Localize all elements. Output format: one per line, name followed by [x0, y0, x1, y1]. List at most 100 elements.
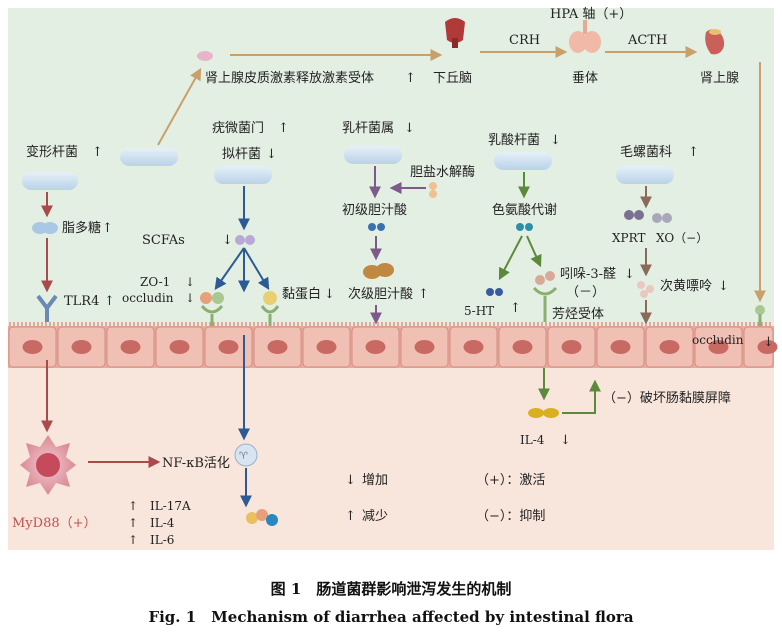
zo1-down-arrow: ↓ — [185, 275, 195, 289]
lactic-bacteria-down-arrow: ↓ — [550, 133, 561, 148]
lachno-label: 毛螺菌科 — [620, 145, 672, 160]
bsh-icon — [429, 182, 437, 198]
cell-nucleus — [218, 340, 239, 354]
bacteroides-bacterium — [214, 166, 272, 184]
primary-ba-icon — [368, 223, 385, 231]
lps-icon — [32, 222, 58, 234]
indole-minus-label: （－） — [566, 285, 605, 300]
occludin-left-label: occludin — [122, 291, 174, 305]
epithelium-layer — [8, 322, 778, 368]
il6-up-arrow: ↑ — [128, 533, 138, 547]
receptor-up-arrow: ↑ — [405, 71, 416, 86]
crh-label: CRH — [509, 33, 540, 48]
verrucomicrobia-label: 疣微菌门 — [212, 121, 264, 136]
hypothalamus-icon — [445, 18, 465, 48]
acth-label: ACTH — [627, 33, 667, 48]
indole-icon — [532, 271, 558, 322]
cytokine-cluster-icon — [246, 509, 278, 526]
indole-down-arrow: ↓ — [624, 267, 635, 282]
xanthine-icon — [637, 281, 654, 298]
xo-label: XO（−） — [656, 231, 708, 245]
indole-label: 吲哚-3-醛 — [560, 266, 616, 282]
arrow-scfas-zo1 — [214, 247, 245, 290]
trp-icon — [516, 223, 533, 231]
il6-label: IL-6 — [150, 533, 174, 547]
xo-icon — [652, 213, 672, 223]
5ht-up-arrow: ↑ — [510, 301, 521, 316]
occludin-right-label: occludin — [692, 333, 744, 347]
arrow-trp-5ht — [498, 235, 523, 281]
il4-label: IL-4 — [150, 516, 175, 530]
hypothalamus-label: 下丘脑 — [433, 71, 472, 86]
zo1-occludin-icon — [200, 292, 224, 326]
scfas-down-arrow: ↓ — [222, 233, 233, 248]
cell-nucleus — [169, 340, 190, 354]
lactobacillus-bacterium — [344, 146, 402, 164]
myd88-label: MyD88（+） — [12, 516, 97, 531]
proteus-up-arrow: ↑ — [92, 145, 103, 160]
cell-nucleus — [512, 340, 533, 354]
tlr4-up-arrow: ↑ — [104, 294, 115, 309]
tlr4-receptor-icon — [36, 294, 58, 322]
pituitary-icon — [569, 20, 601, 53]
cell-nucleus — [414, 340, 435, 354]
lactic-bacteria-label: 乳酸杆菌 — [488, 133, 540, 148]
proteus-bacterium — [22, 172, 78, 190]
nfkb-label: NF-κB活化 — [162, 456, 230, 471]
lachno-bacterium — [616, 166, 674, 184]
il4-right-label: IL-4 — [520, 433, 545, 447]
legend-decrease: 减少 — [362, 509, 388, 524]
arrow-scfas-mucin — [243, 247, 270, 291]
barrier-label: （−）破坏肠黏膜屏障 — [603, 390, 731, 406]
verrucomicrobia-up-arrow: ↑ — [278, 121, 289, 136]
cell-nucleus — [365, 340, 386, 354]
cell-nucleus — [267, 340, 288, 354]
scfas-icon — [235, 235, 255, 245]
cell-nucleus — [316, 340, 337, 354]
pituitary-label: 垂体 — [572, 71, 598, 86]
adrenal-label: 肾上腺 — [700, 71, 739, 86]
lps-up-arrow: ↑ — [102, 221, 113, 236]
bacteroides-down-arrow: ↓ — [266, 147, 277, 162]
xanthine-down-arrow: ↓ — [718, 279, 729, 294]
lactobacillus-down-arrow: ↓ — [404, 121, 415, 136]
cell-nucleus — [120, 340, 141, 354]
receptor-icon — [197, 51, 213, 61]
legend-up-arrow: ↑ — [345, 509, 356, 524]
cell-nucleus — [561, 340, 582, 354]
receptor-label: 肾上腺皮质激素释放激素受体 — [205, 71, 374, 86]
occludin-right-down-arrow: ↓ — [763, 335, 774, 350]
mucin-label: 黏蛋白 — [282, 286, 321, 302]
lachno-up-arrow: ↑ — [688, 145, 699, 160]
scfas-label: SCFAs — [142, 233, 185, 248]
5ht-icon — [486, 288, 503, 296]
cell-nucleus — [757, 340, 778, 354]
caption-en: Fig. 1 Mechanism of diarrhea affected by… — [148, 608, 633, 626]
immune-cell-icon: ♈ — [234, 443, 258, 467]
cell-nucleus — [22, 340, 43, 354]
cell-nucleus — [659, 340, 680, 354]
proteus-label: 变形杆菌 — [26, 144, 78, 160]
mucin-icon — [260, 291, 280, 326]
xanthine-label: 次黄嘌呤 — [660, 278, 712, 294]
legend-activate: （+）：激活 — [476, 473, 545, 488]
secondary-ba-label: 次级胆汁酸 — [348, 286, 413, 302]
ahr-label: 芳烃受体 — [552, 307, 604, 322]
occludin-left-down-arrow: ↓ — [185, 291, 195, 305]
mucin-down-arrow: ↓ — [324, 287, 335, 302]
lps-label: 脂多糖 — [62, 220, 101, 236]
caption-cn: 图 1 肠道菌群影响泄泻发生的机制 — [271, 580, 512, 598]
lactic-bacterium — [494, 152, 552, 170]
il4-icon — [528, 408, 559, 418]
5ht-label: 5-HT — [464, 304, 494, 318]
arrow-to-receptor — [157, 67, 202, 146]
bacteroides-label: 拟杆菌 — [222, 147, 261, 162]
bsh-label: 胆盐水解酶 — [410, 164, 475, 180]
tlr4-label: TLR4 — [64, 294, 99, 309]
occludin-right-icon — [755, 305, 765, 326]
cell-nucleus — [610, 340, 631, 354]
adrenal-icon — [705, 29, 725, 55]
svg-text:♈: ♈ — [239, 451, 248, 462]
il17a-up-arrow: ↑ — [128, 499, 138, 513]
